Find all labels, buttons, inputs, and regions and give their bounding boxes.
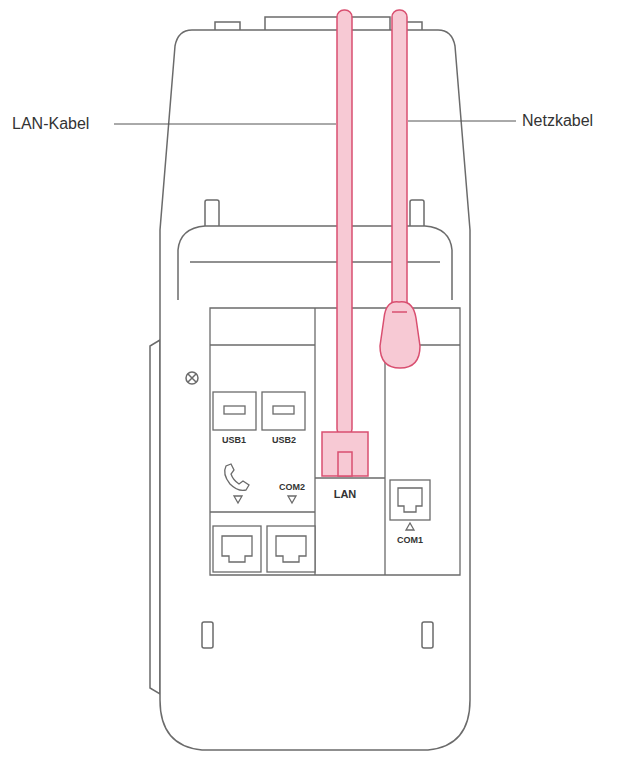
cable-label: Netzkabel (522, 112, 593, 130)
usb-socket (224, 406, 245, 414)
rj-port (213, 526, 261, 572)
port-label: LAN (334, 488, 357, 500)
power-cable (392, 10, 407, 315)
side-grip (150, 340, 160, 694)
leader-line (114, 124, 336, 125)
cable-label: LAN-Kabel (12, 115, 89, 133)
leader-line (408, 121, 516, 122)
lan-cable (337, 10, 352, 436)
power-plug (380, 302, 420, 368)
port-label: USB1 (222, 436, 246, 446)
usb-port (213, 392, 256, 430)
rj-socket (276, 536, 306, 562)
port-panel (210, 308, 460, 575)
panel-divider (210, 308, 460, 575)
com1-socket (398, 488, 422, 512)
screw (186, 372, 198, 384)
screw-cross (188, 374, 196, 382)
port-arrow (288, 496, 296, 503)
port-label: USB2 (272, 436, 296, 446)
cables (322, 10, 420, 476)
cable-clip (178, 226, 452, 300)
slot (422, 622, 433, 648)
slot (202, 622, 213, 648)
rj-socket (222, 536, 252, 562)
terminal-body (150, 17, 470, 750)
port-arrow (406, 523, 414, 530)
port-label: COM2 (279, 483, 305, 493)
housing-outline (160, 30, 470, 750)
usb-port (262, 392, 305, 430)
com1-port (390, 480, 430, 520)
rj-port (267, 526, 315, 572)
panel-outline (210, 308, 460, 575)
port-label: COM1 (397, 536, 423, 546)
lan-plug (322, 432, 368, 476)
port-arrow (234, 496, 242, 503)
phone-icon (225, 464, 249, 490)
leader-lines (114, 121, 516, 124)
power-plug-edge (392, 311, 407, 313)
usb-socket (273, 406, 294, 414)
lan-plug-latch (338, 452, 352, 476)
